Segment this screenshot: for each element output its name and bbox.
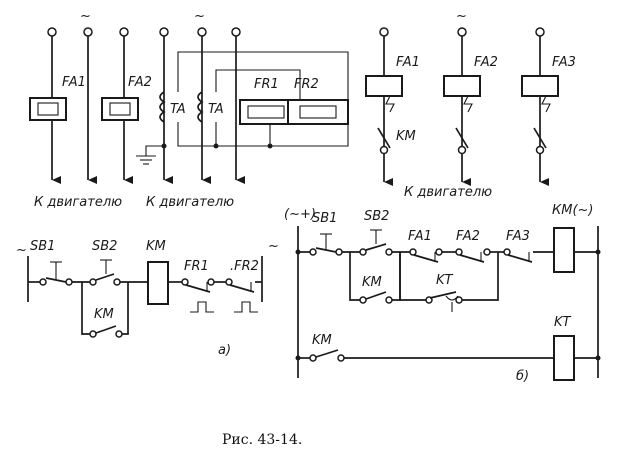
sb2-start-button	[95, 273, 115, 281]
label-part-a: а)	[218, 343, 231, 358]
terminal	[83, 27, 93, 37]
relay-fa2	[443, 75, 481, 97]
supply-plus-label: (~+)	[284, 207, 316, 222]
current-relay-circuit: ~ ~ FA1 FA2 TA TA FR1 FR2 К	[29, 9, 349, 210]
km-contact	[377, 127, 391, 149]
label-fr1: FR1	[254, 77, 279, 92]
ac-symbol: ~	[194, 9, 205, 24]
coil-km	[147, 261, 169, 305]
km-holding-contact	[95, 325, 117, 334]
relay-fa3	[521, 75, 559, 97]
label-to-motor: К двигателю	[34, 195, 122, 210]
figure-caption: Рис. 43-14.	[222, 432, 302, 448]
terminal	[47, 27, 57, 37]
ac-symbol: ~	[80, 9, 91, 24]
label-fa1: FA1	[408, 229, 432, 244]
label-to-motor: К двигателю	[404, 185, 492, 200]
label-km: KM	[396, 129, 416, 144]
label-to-motor: К двигателю	[146, 195, 234, 210]
label-km: KM	[146, 239, 166, 254]
label-fr1: FR1	[184, 259, 209, 274]
label-fa2: FA2	[474, 55, 498, 70]
relay-fa1	[29, 97, 67, 121]
fa1-contact	[413, 254, 439, 263]
label-fa1: FA1	[62, 75, 86, 90]
coil-km	[553, 227, 575, 273]
kt-contact	[429, 291, 457, 299]
thermal-relay-fr2	[287, 99, 349, 125]
km-contact	[455, 127, 469, 149]
label-sb2: SB2	[364, 209, 389, 224]
km-holding-contact	[365, 291, 387, 300]
ac-symbol: ~	[456, 9, 467, 24]
control-circuit-b: (~+) КМ(~) SB1 SB2 KM FA1	[284, 203, 601, 384]
supply-km-label: КМ(~)	[552, 203, 593, 218]
overcurrent-relays-km: ~ FA1 FA2 FA3 KM К двигателю	[365, 9, 576, 200]
relay-fa1	[365, 75, 403, 97]
ac-symbol: ~	[16, 243, 27, 258]
current-transformer-ta	[159, 91, 166, 123]
km-contact	[315, 349, 339, 358]
terminal	[231, 27, 241, 37]
label-part-b: б)	[516, 369, 529, 384]
fr1-contact	[185, 284, 211, 293]
km-contact	[533, 127, 547, 149]
fa3-contact	[507, 254, 533, 263]
label-kt: KT	[436, 273, 454, 288]
ac-symbol: ~	[268, 239, 279, 254]
label-sb2: SB2	[92, 239, 117, 254]
label-fr2: FR2	[294, 77, 319, 92]
relay-fa2	[101, 97, 139, 121]
label-km: KM	[312, 333, 332, 348]
label-ta: TA	[208, 102, 224, 117]
label-fa3: FA3	[506, 229, 530, 244]
label-km: KM	[362, 275, 382, 290]
label-sb1: SB1	[30, 239, 55, 254]
terminal	[119, 27, 129, 37]
terminal	[159, 27, 169, 37]
label-km: KM	[94, 307, 114, 322]
label-kt: KT	[554, 315, 572, 330]
current-transformer-ta	[197, 91, 204, 123]
label-sb1: SB1	[312, 211, 337, 226]
fa2-contact	[459, 254, 485, 263]
label-ta: TA	[170, 102, 186, 117]
fr2-contact	[229, 284, 255, 293]
sb2-start-button	[365, 243, 387, 251]
label-fa2: FA2	[456, 229, 480, 244]
terminal	[197, 27, 207, 37]
coil-kt	[553, 335, 575, 381]
control-circuit-a: ~ ~ SB1 SB2 KM KM FR1	[16, 239, 279, 358]
label-fa3: FA3	[552, 55, 576, 70]
label-fa2: FA2	[128, 75, 152, 90]
label-fr2: .FR2	[230, 259, 259, 274]
label-fa1: FA1	[396, 55, 420, 70]
